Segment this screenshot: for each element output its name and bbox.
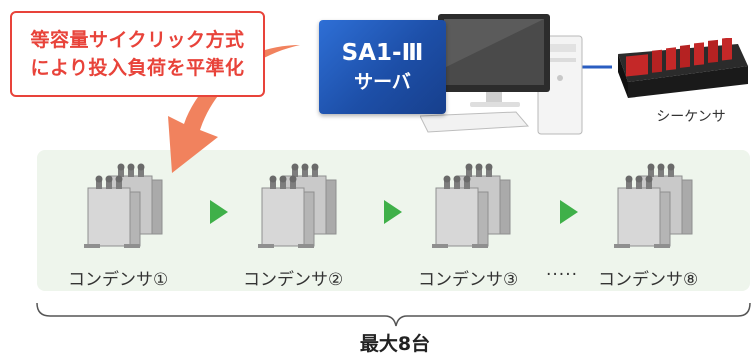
leveling-arrow [168,45,300,173]
ellipsis: ····· [546,265,579,285]
callout-line-2: により投入負荷を平準化 [30,57,245,79]
capacitor-label-3: コンデンサ③ [418,270,519,290]
max-count-label: 最大8台 [359,333,431,355]
sequencer-label: シーケンサ [656,109,726,125]
server-badge: SA1-Ⅲ サーバ [319,20,446,114]
leveling-callout: 等容量サイクリック方式 により投入負荷を平準化 [10,11,265,97]
capacitor-label-1: コンデンサ① [68,270,169,290]
server-title: SA1-Ⅲ [341,40,424,66]
capacitor-icon-8 [613,163,693,249]
step-arrow-icon-3 [560,200,578,224]
capacitor-label-2: コンデンサ② [243,270,344,290]
step-arrow-icon-2 [384,200,402,224]
capacitor-icon-1 [83,163,163,249]
capacitor-icon-2 [257,163,337,249]
step-arrow-icon-1 [210,200,228,224]
server-pc-icon [420,14,583,135]
max-brace [36,302,751,327]
capacitor-row [83,163,693,249]
server-subtitle: サーバ [354,71,411,93]
capacitor-label-8: コンデンサ⑧ [598,270,699,290]
sequencer-icon [618,38,748,98]
capacitor-icon-3 [431,163,511,249]
callout-line-1: 等容量サイクリック方式 [30,29,245,51]
